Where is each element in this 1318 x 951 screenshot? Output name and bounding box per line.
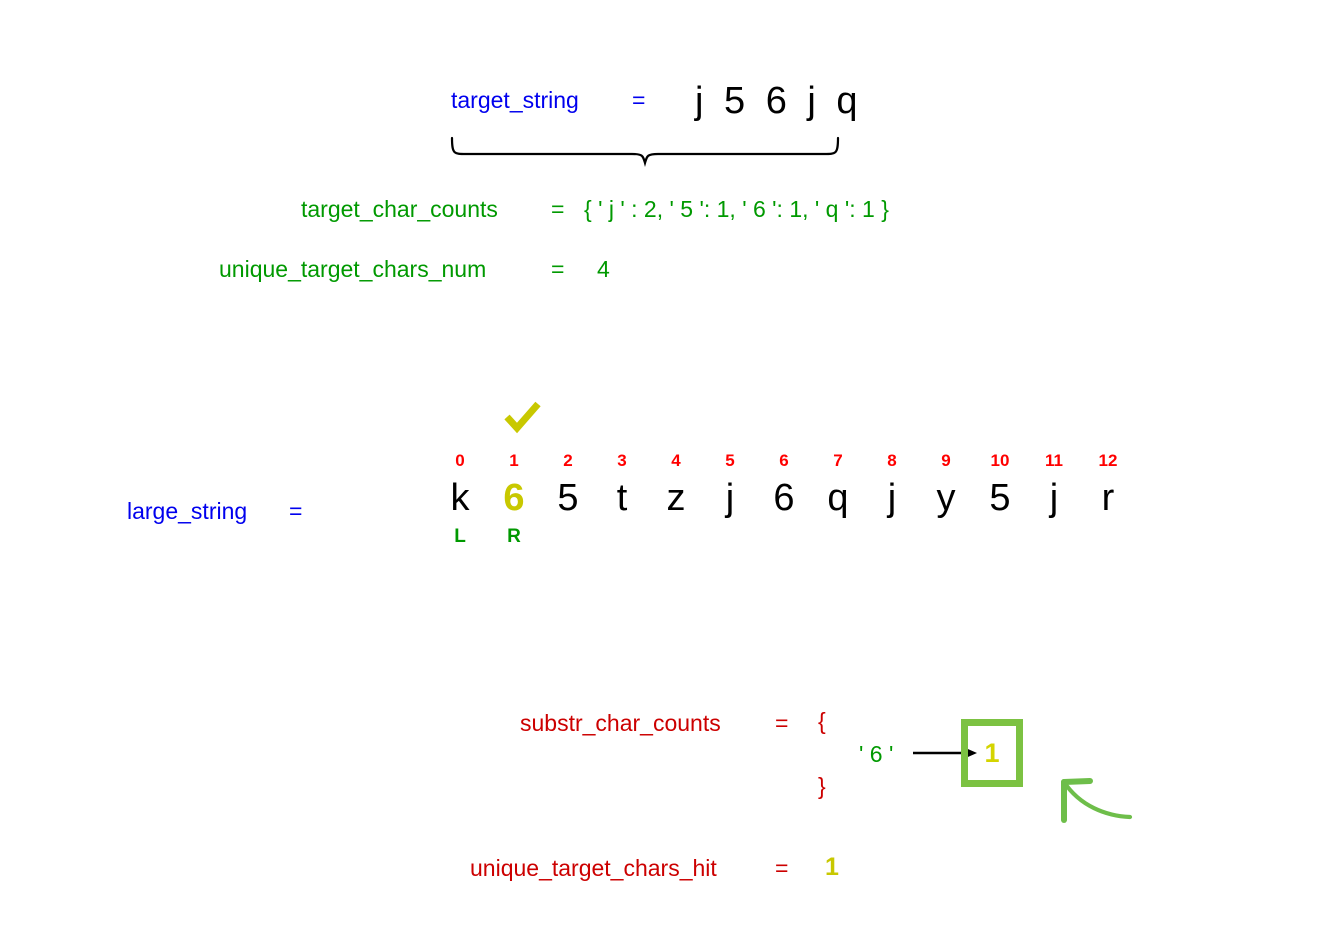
unique-target-chars-hit-equals: =	[775, 855, 789, 881]
unique-target-chars-num-value: 4	[597, 256, 610, 282]
substr-char-counts-open-brace: {	[818, 708, 826, 734]
large-string-pointer-slot-8	[865, 524, 919, 550]
unique-target-chars-hit-label: unique_target_chars_hit	[470, 855, 717, 881]
large-string-index-11: 11	[1045, 451, 1063, 470]
large-string-pointer-R: R	[507, 526, 521, 547]
large-string-pointer-slot-10	[973, 524, 1027, 550]
unique-target-chars-num-label: unique_target_chars_num	[219, 256, 487, 282]
large-string-char-6: 6	[773, 477, 795, 519]
large-string-equals: =	[289, 498, 303, 524]
large-string-char-12: r	[1101, 477, 1115, 519]
large-string-char-9: y	[936, 477, 956, 519]
unique-target-chars-hit-value: 1	[825, 853, 839, 881]
large-string-char-10: 5	[989, 477, 1011, 519]
large-string-index-7: 7	[833, 451, 843, 470]
large-string-index-2: 2	[563, 451, 573, 470]
substr-char-counts-equals: =	[775, 710, 789, 736]
large-string-index-5: 5	[725, 451, 735, 470]
large-string-pointer-L: L	[454, 526, 466, 547]
large-string-index-3: 3	[617, 451, 627, 470]
large-string-index-9: 9	[941, 451, 951, 470]
unique-target-chars-num-equals: =	[551, 256, 565, 282]
large-string-pointer-slot-11	[1027, 524, 1081, 550]
large-string-char-0: k	[450, 477, 470, 519]
large-string-pointer-slot-2	[541, 524, 595, 550]
large-string-pointer-slot-9	[919, 524, 973, 550]
large-string-pointer-slot-7	[811, 524, 865, 550]
large-string-index-0: 0	[455, 451, 465, 470]
target-char-counts-value: { ' j ' : 2, ' 5 ': 1, ' 6 ': 1, ' q ': …	[584, 196, 889, 222]
large-string-label: large_string	[127, 498, 248, 524]
large-string-pointer-slot-5	[703, 524, 757, 550]
large-string-index-10: 10	[990, 451, 1010, 470]
target-char-counts-label: target_char_counts	[301, 196, 498, 222]
large-string-char-8: j	[887, 477, 897, 519]
callout-arrow-icon	[1061, 778, 1133, 823]
large-string-index-12: 12	[1098, 451, 1118, 470]
substr-char-counts-close-brace: }	[818, 773, 826, 799]
large-string-char-4: z	[666, 477, 686, 519]
large-string-pointer-slot-3	[595, 524, 649, 550]
large-string-char-11: j	[1049, 477, 1059, 519]
underbrace-icon	[450, 136, 840, 168]
large-string-char-5: j	[725, 477, 735, 519]
check-icon	[504, 401, 541, 434]
large-string-pointer-slot-12	[1081, 524, 1135, 550]
substr-char-counts-label: substr_char_counts	[520, 710, 721, 736]
large-string-char-2: 5	[557, 477, 579, 519]
large-string-pointer-slot-4	[649, 524, 703, 550]
large-string-char-3: t	[616, 477, 628, 519]
large-string-pointer-slot-6	[757, 524, 811, 550]
large-string-index-6: 6	[779, 451, 789, 470]
large-string-char-7: q	[827, 477, 849, 519]
target-string-label: target_string	[451, 87, 579, 113]
large-string-char-1: 6	[503, 477, 525, 519]
substr-count-value: 1	[984, 737, 1000, 768]
large-string-index-1: 1	[509, 451, 519, 470]
substr-count-box: 1	[961, 719, 1023, 787]
target-string-value: j 5 6 j q	[695, 80, 863, 122]
substr-char-counts-entry-key: ' 6 '	[859, 741, 894, 767]
target-string-equals: =	[632, 87, 646, 113]
large-string-index-8: 8	[887, 451, 897, 470]
target-char-counts-equals: =	[551, 196, 565, 222]
large-string-index-4: 4	[671, 451, 681, 470]
